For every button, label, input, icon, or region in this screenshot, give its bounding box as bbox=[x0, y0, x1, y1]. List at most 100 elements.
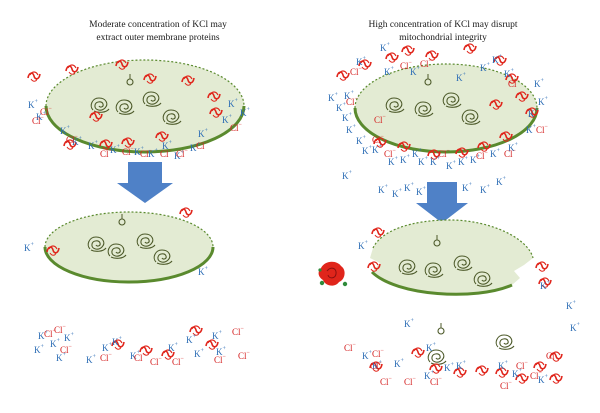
crista-small bbox=[118, 214, 126, 226]
potassium-ion: K+ bbox=[424, 370, 434, 381]
potassium-ion: K+ bbox=[50, 338, 60, 349]
mitochondrion-stripped bbox=[43, 211, 215, 284]
chloride-ion: Cl− bbox=[438, 148, 450, 159]
potassium-ion: K+ bbox=[34, 344, 44, 355]
chloride-ion: Cl− bbox=[504, 148, 516, 159]
released-crista-small bbox=[437, 323, 445, 335]
potassium-ion: K+ bbox=[28, 99, 38, 110]
chloride-ion: Cl− bbox=[546, 350, 558, 361]
potassium-ion: K+ bbox=[458, 156, 468, 167]
potassium-ion: K+ bbox=[336, 102, 346, 113]
potassium-ion: K+ bbox=[430, 156, 440, 167]
potassium-ion: K+ bbox=[378, 184, 388, 195]
chloride-ion: Cl− bbox=[214, 354, 226, 365]
potassium-ion: K+ bbox=[372, 144, 382, 155]
chloride-ion: Cl− bbox=[66, 134, 78, 145]
potassium-ion: K+ bbox=[362, 145, 372, 156]
potassium-ion: K+ bbox=[416, 186, 426, 197]
membrane-protein bbox=[401, 45, 415, 57]
outer-membrane bbox=[44, 211, 214, 248]
potassium-ion: K+ bbox=[462, 182, 472, 193]
protein-cluster bbox=[318, 261, 348, 287]
mitochondrion-matrix bbox=[370, 220, 533, 295]
potassium-ion: K+ bbox=[380, 42, 390, 53]
membrane-protein bbox=[336, 70, 350, 82]
potassium-ion: K+ bbox=[228, 98, 238, 109]
potassium-ion: K+ bbox=[174, 150, 184, 161]
membrane-protein bbox=[65, 64, 79, 76]
caption-line: mitochondrial integrity bbox=[399, 33, 487, 43]
inner-membrane bbox=[44, 105, 246, 154]
potassium-ion: K+ bbox=[328, 92, 338, 103]
potassium-ion: K+ bbox=[102, 342, 112, 353]
potassium-ion: K+ bbox=[480, 62, 490, 73]
inner-membrane bbox=[43, 246, 215, 284]
potassium-ion: K+ bbox=[38, 330, 48, 341]
potassium-ion: K+ bbox=[344, 90, 354, 101]
chloride-ion: Cl− bbox=[530, 370, 542, 381]
potassium-ion: K+ bbox=[86, 354, 96, 365]
chloride-ion: Cl− bbox=[370, 360, 382, 371]
potassium-ion: K+ bbox=[394, 358, 404, 369]
chloride-ion: Cl− bbox=[350, 66, 362, 77]
potassium-ion: K+ bbox=[162, 140, 172, 151]
caption-line: extract outer membrane proteins bbox=[96, 33, 220, 43]
outer-membrane bbox=[45, 59, 245, 107]
potassium-ion: K+ bbox=[88, 140, 98, 151]
potassium-ion: K+ bbox=[480, 184, 490, 195]
membrane-protein bbox=[549, 373, 563, 385]
potassium-ion: K+ bbox=[72, 136, 82, 147]
potassium-ion: K+ bbox=[456, 360, 466, 371]
crista-small bbox=[433, 235, 441, 247]
chloride-ion: Cl− bbox=[32, 115, 44, 126]
chloride-ion: Cl− bbox=[536, 124, 548, 135]
potassium-ion: K+ bbox=[240, 107, 250, 118]
membrane-protein bbox=[189, 325, 203, 337]
membrane-protein bbox=[371, 227, 385, 239]
potassium-ion: K+ bbox=[526, 124, 536, 135]
chloride-ion: Cl− bbox=[374, 114, 386, 125]
potassium-ion: K+ bbox=[490, 148, 500, 159]
potassium-ion: K+ bbox=[216, 346, 226, 357]
mitochondrion-matrix bbox=[46, 60, 244, 152]
potassium-ion: K+ bbox=[134, 146, 144, 157]
membrane-protein bbox=[475, 365, 489, 377]
membrane-protein bbox=[463, 43, 477, 55]
caption-line: Moderate concentration of KCl may bbox=[89, 20, 227, 30]
potassium-ion: K+ bbox=[388, 156, 398, 167]
mitochondrion-ruptured bbox=[370, 219, 534, 296]
membrane-protein bbox=[179, 207, 193, 219]
outer-membrane bbox=[372, 219, 534, 259]
potassium-ion: K+ bbox=[418, 156, 428, 167]
potassium-ion: K+ bbox=[346, 124, 356, 135]
chloride-ion: Cl− bbox=[400, 60, 412, 71]
chloride-ion: Cl− bbox=[238, 350, 250, 361]
chloride-ion: Cl− bbox=[150, 356, 162, 367]
potassium-ion: K+ bbox=[492, 54, 502, 65]
potassium-ion: K+ bbox=[60, 125, 70, 136]
potassium-ion: K+ bbox=[426, 342, 436, 353]
potassium-ion: K+ bbox=[130, 350, 140, 361]
potassium-ion: K+ bbox=[342, 112, 352, 123]
chloride-ion: Cl− bbox=[430, 376, 442, 387]
potassium-ion: K+ bbox=[540, 280, 550, 291]
caption-moderate-kcl: Moderate concentration of KCl may extrac… bbox=[48, 19, 268, 45]
mitochondrion-matrix bbox=[45, 212, 213, 282]
crista-small bbox=[424, 74, 432, 86]
chloride-ion: Cl− bbox=[384, 148, 396, 159]
chloride-ion: Cl− bbox=[134, 352, 146, 363]
chloride-ion: Cl− bbox=[232, 326, 244, 337]
chloride-ion: Cl− bbox=[100, 148, 112, 159]
potassium-ion: K+ bbox=[444, 362, 454, 373]
membrane-protein bbox=[27, 71, 41, 83]
potassium-ion: K+ bbox=[570, 322, 580, 333]
released-crista-coil bbox=[495, 334, 515, 350]
potassium-ion: K+ bbox=[362, 350, 372, 361]
chloride-ion: Cl− bbox=[372, 134, 384, 145]
potassium-ion: K+ bbox=[528, 108, 538, 119]
potassium-ion: K+ bbox=[190, 142, 200, 153]
potassium-ion: K+ bbox=[534, 78, 544, 89]
potassium-ion: K+ bbox=[498, 360, 508, 371]
